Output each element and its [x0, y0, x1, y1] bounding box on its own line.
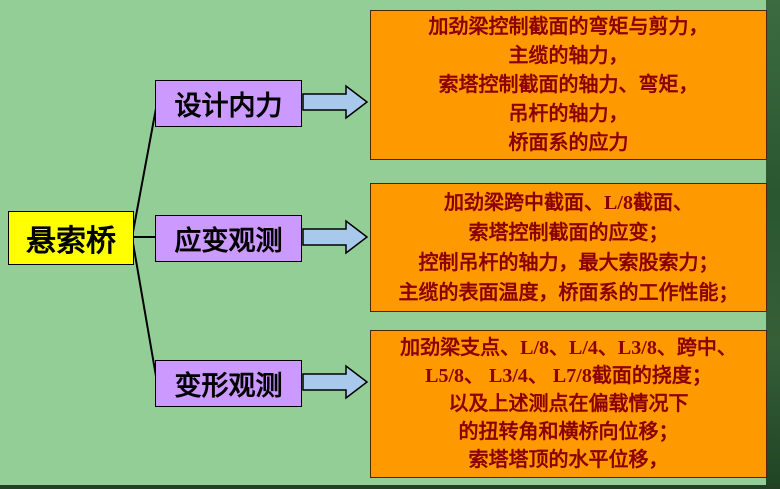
root-node: 悬索桥 [8, 211, 134, 265]
branch-node-design-force: 设计内力 [155, 80, 302, 127]
detail-node-deformation-observation: 加劲梁支点、L/8、L/4、L3/8、跨中、 L5/8、 L3/4、 L7/8截… [370, 330, 767, 478]
detail-node-design-force: 加劲梁控制截面的弯矩与剪力， 主缆的轴力， 索塔控制截面的轴力、弯矩， 吊杆的轴… [370, 10, 767, 160]
connector-line-top [132, 102, 158, 233]
detail-line: 的扭转角和横桥向位移； [458, 421, 679, 443]
branch-label: 设计内力 [174, 91, 283, 121]
arrow-right-icon [302, 219, 369, 255]
detail-node-strain-observation: 加劲梁跨中截面、L/8截面、 索塔控制截面的应变； 控制吊杆的轴力，最大索股索力… [370, 183, 767, 312]
detail-line: 索塔控制截面的轴力、弯矩， [438, 73, 699, 96]
arrow-right-icon [302, 84, 369, 120]
detail-line: 以及上述测点在偏载情况下 [448, 393, 689, 415]
detail-line: 加劲梁控制截面的弯矩与剪力， [428, 15, 709, 38]
detail-line: 控制吊杆的轴力，最大索股索力； [418, 251, 719, 274]
arrow-right-icon [302, 364, 369, 400]
branch-label: 变形观测 [174, 371, 283, 401]
detail-line: 索塔控制截面的应变； [468, 221, 669, 244]
detail-line: 索塔塔顶的水平位移， [468, 449, 669, 471]
connector-line-bottom [132, 242, 158, 383]
detail-line: L5/8、 L3/4、 L7/8截面的挠度； [425, 365, 712, 387]
branch-node-strain-observation: 应变观测 [155, 215, 302, 262]
branch-label: 应变观测 [174, 226, 283, 256]
detail-line: 主缆的轴力， [508, 44, 629, 67]
detail-line: 加劲梁支点、L/8、L/4、L3/8、跨中、 [400, 337, 737, 359]
detail-line: 加劲梁跨中截面、L/8截面、 [444, 191, 693, 214]
detail-line: 桥面系的应力 [508, 131, 629, 154]
background-bottom-edge [0, 485, 780, 489]
detail-line: 吊杆的轴力， [508, 102, 629, 125]
detail-line: 主缆的表面温度，桥面系的工作性能； [398, 281, 739, 304]
root-label: 悬索桥 [26, 225, 116, 258]
branch-node-deformation-observation: 变形观测 [155, 360, 302, 407]
background-right-edge [766, 0, 780, 489]
